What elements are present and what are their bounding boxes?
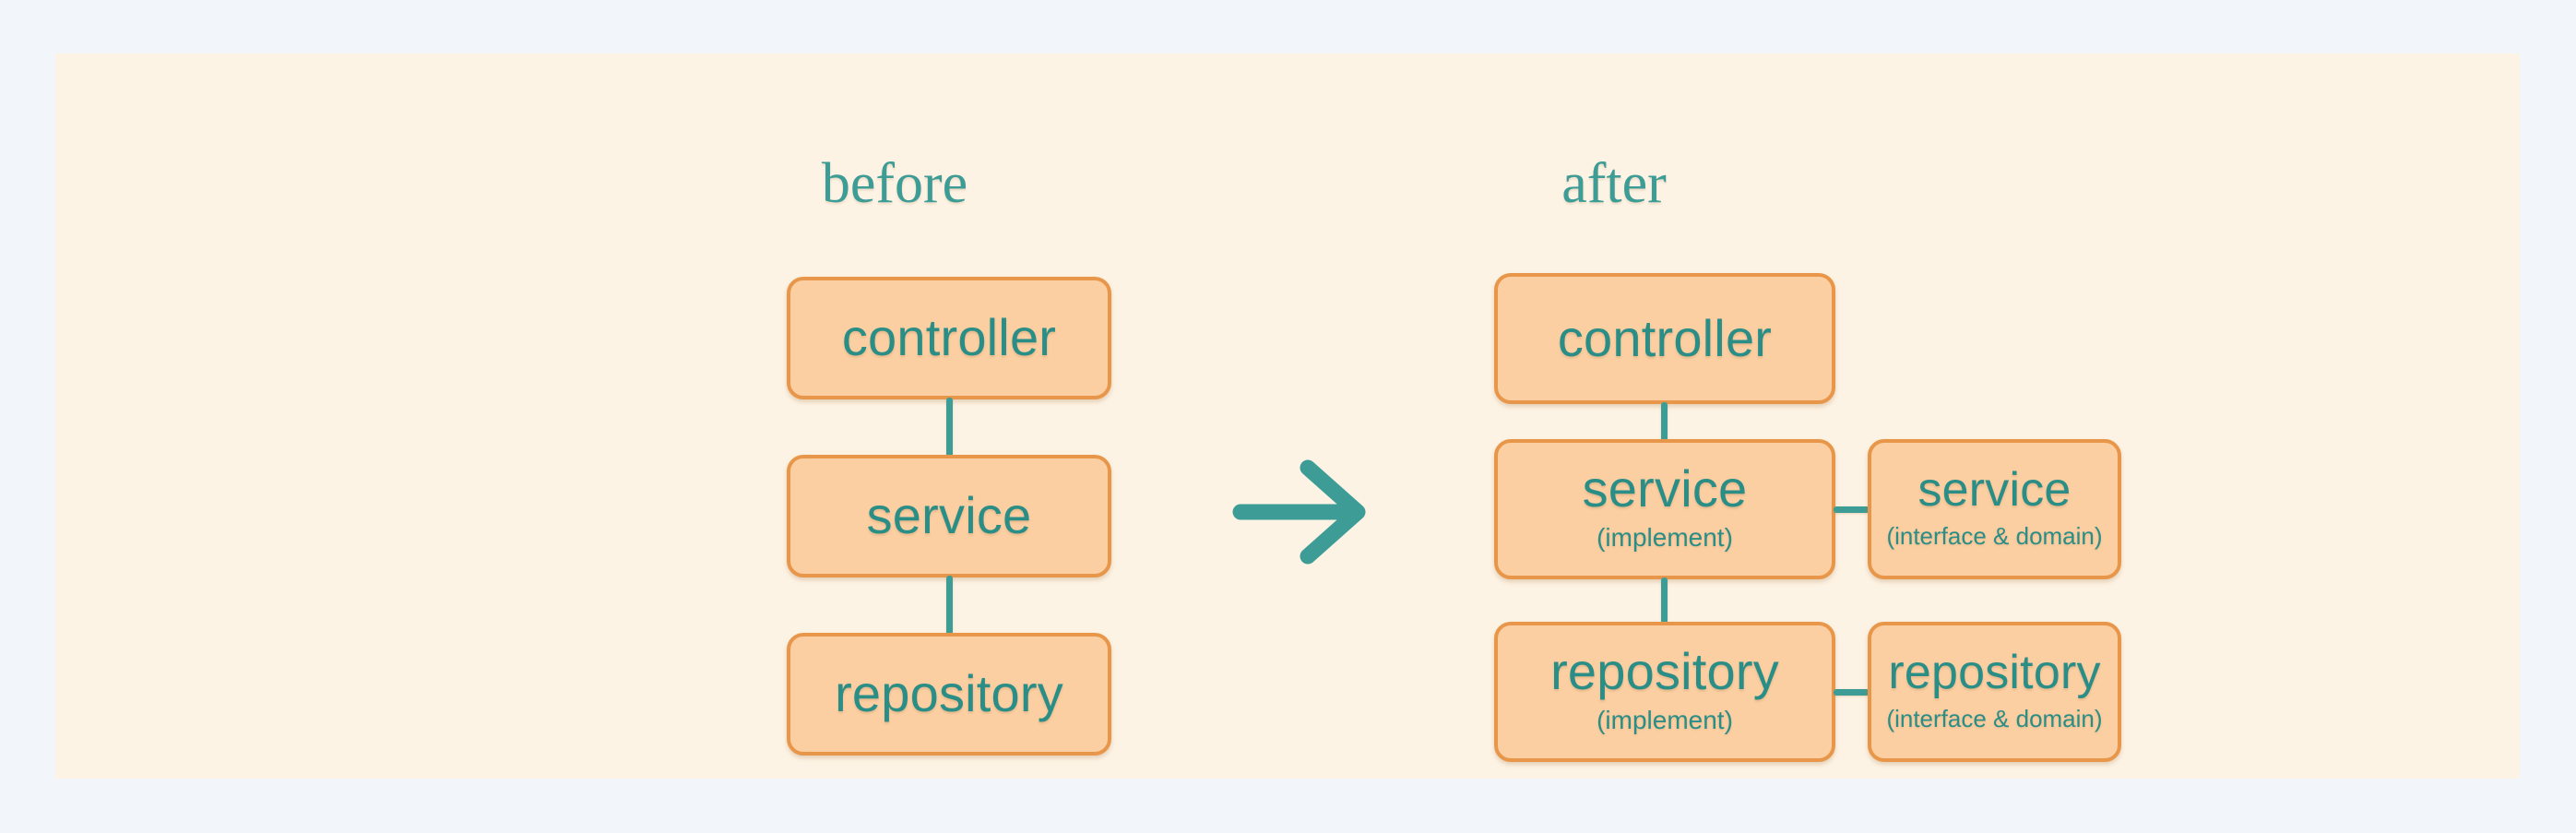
connector-after-service-repository xyxy=(1661,577,1668,624)
after-node-repository-interface-domain[interactable]: repository (interface & domain) xyxy=(1868,622,2121,762)
connector-before-controller-service xyxy=(946,398,953,457)
node-label: repository xyxy=(1888,646,2101,700)
node-label: controller xyxy=(1557,308,1773,367)
before-node-service[interactable]: service xyxy=(787,455,1111,577)
column-title-before: before xyxy=(821,152,968,215)
node-label: service xyxy=(1582,459,1748,518)
diagram-card: before after controller service reposito… xyxy=(55,54,2520,779)
node-label: repository xyxy=(1550,642,1779,701)
node-label: controller xyxy=(841,308,1057,367)
connector-before-service-repository xyxy=(946,576,953,635)
node-label: service xyxy=(866,486,1032,545)
after-node-service-interface-domain[interactable]: service (interface & domain) xyxy=(1868,439,2121,579)
connector-after-service-impl-iface xyxy=(1834,506,1870,513)
after-node-controller[interactable]: controller xyxy=(1494,273,1835,404)
connector-after-controller-service xyxy=(1661,402,1668,441)
node-label: service xyxy=(1917,463,2071,518)
before-node-controller[interactable]: controller xyxy=(787,277,1111,399)
node-sublabel: (interface & domain) xyxy=(1886,522,2103,550)
node-sublabel: (implement) xyxy=(1597,523,1733,552)
arrow-right-icon xyxy=(1229,452,1376,572)
connector-after-repository-impl-iface xyxy=(1834,689,1870,696)
column-title-after: after xyxy=(1561,152,1667,215)
node-sublabel: (implement) xyxy=(1597,706,1733,734)
after-node-repository-implement[interactable]: repository (implement) xyxy=(1494,622,1835,762)
before-node-repository[interactable]: repository xyxy=(787,633,1111,756)
node-sublabel: (interface & domain) xyxy=(1886,705,2103,732)
after-node-service-implement[interactable]: service (implement) xyxy=(1494,439,1835,579)
node-label: repository xyxy=(835,664,1063,723)
